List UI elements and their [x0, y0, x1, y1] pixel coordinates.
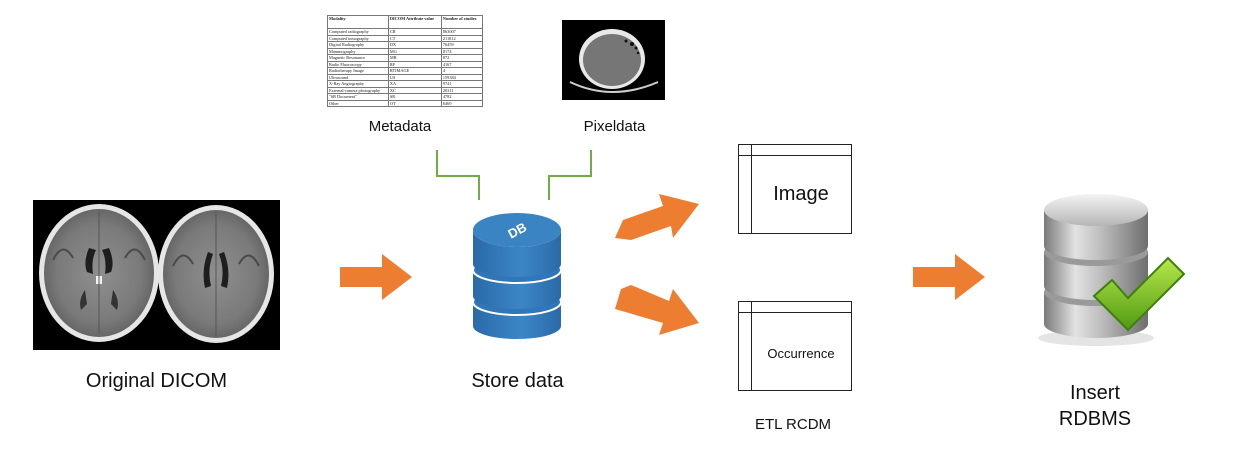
pixeldata-label: Pixeldata	[583, 118, 646, 135]
metadata-header-count: Number of studies	[440, 15, 484, 29]
original-dicom-image	[33, 200, 280, 350]
table-cell: 4	[440, 67, 484, 75]
etl-table-image-title: Image	[773, 183, 829, 205]
table-cell: External-camera photography	[327, 86, 389, 94]
arrow-to-image-table	[615, 194, 699, 240]
check-icon	[1092, 256, 1186, 332]
table-cell: 20311	[440, 86, 484, 94]
table-cell: 9741	[440, 80, 484, 88]
table-cell: 159384	[440, 73, 484, 81]
store-data-label: Store data	[471, 370, 564, 392]
database-icon: DB	[472, 212, 562, 339]
insert-rdbms-label-line1: Insert	[1069, 382, 1121, 404]
etl-table-image: Image	[738, 144, 852, 234]
metadata-table-header: Modality DICOM Attribute value Number of…	[327, 15, 484, 29]
rdbms-database-check-icon	[1038, 194, 1186, 346]
table-cell: OT	[387, 99, 442, 107]
etl-table-occurrence: Occurrence	[738, 301, 852, 391]
pixeldata-connector	[548, 150, 592, 200]
arrow-right-1	[340, 254, 412, 300]
table-cell: 4782	[440, 93, 484, 101]
table-cell: 6469	[440, 99, 484, 107]
metadata-connector	[436, 150, 480, 200]
original-dicom-label: Original DICOM	[85, 370, 228, 392]
table-cell: Other	[327, 99, 389, 107]
etl-table-occurrence-title: Occurrence	[767, 346, 835, 361]
table-cell: 4167	[440, 60, 484, 68]
brain-ct-slices	[39, 204, 274, 343]
insert-rdbms-label-line2: RDBMS	[1058, 408, 1132, 430]
pixeldata-image	[562, 20, 665, 100]
metadata-table: Modality DICOM Attribute value Number of…	[327, 15, 484, 107]
metadata-header-attribute: DICOM Attribute value	[387, 15, 442, 29]
etl-rcdm-label: ETL RCDM	[754, 416, 832, 433]
arrow-right-2	[913, 254, 985, 300]
arrow-to-occurrence-table	[615, 285, 699, 335]
metadata-header-modality: Modality	[327, 15, 389, 29]
ct-skull-slice	[569, 29, 659, 93]
metadata-label: Metadata	[368, 118, 432, 135]
